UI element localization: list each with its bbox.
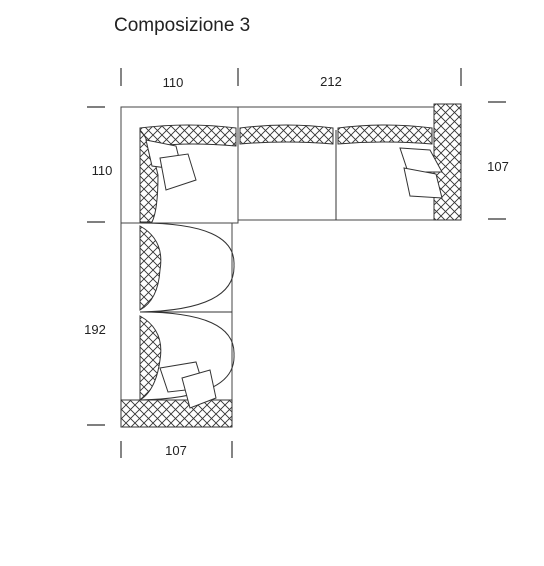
throw-pillows — [145, 139, 443, 409]
dimension-ticks — [87, 68, 506, 458]
dim-top-right-width: 212 — [320, 74, 342, 89]
dim-left-top-height: 110 — [92, 163, 113, 178]
bottom-armrest — [120, 399, 233, 428]
page-title: Composizione 3 — [114, 15, 251, 36]
back-cushions — [139, 124, 433, 401]
dim-bottom-width: 107 — [165, 443, 187, 458]
dim-top-left-width: 110 — [163, 75, 184, 90]
dim-left-bottom-height: 192 — [84, 322, 106, 337]
dim-right-height: 107 — [487, 159, 509, 174]
right-armrest — [433, 103, 462, 221]
